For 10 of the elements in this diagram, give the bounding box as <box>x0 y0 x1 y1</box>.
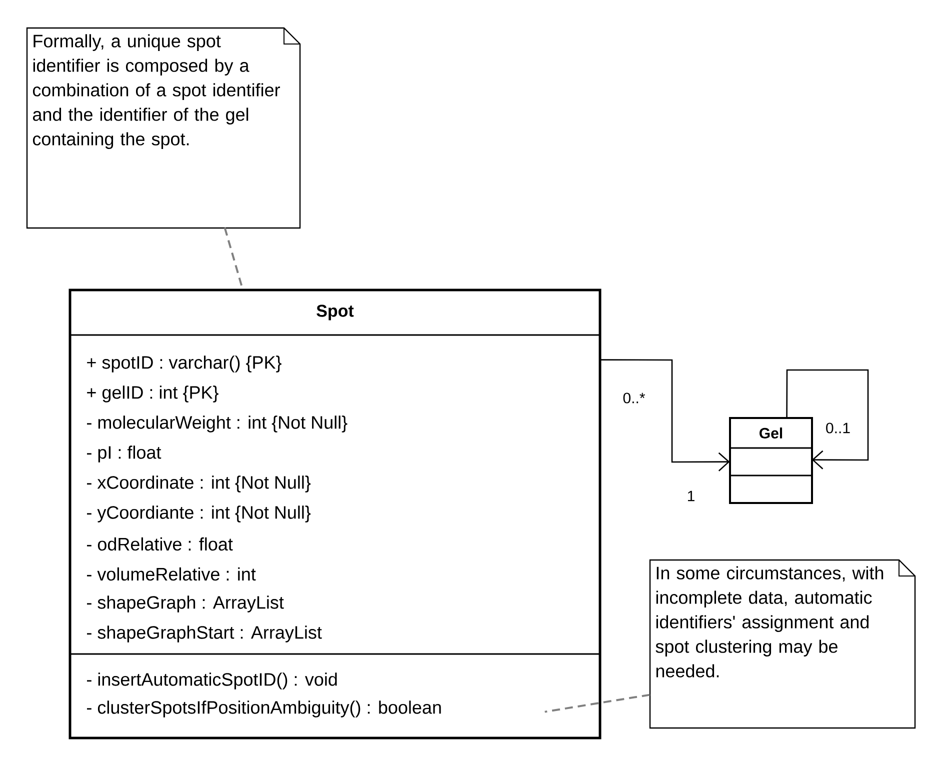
class-box: Gel <box>729 417 813 504</box>
multiplicity-label: 1 <box>686 490 696 502</box>
multiplicity-label: 0..1 <box>824 422 852 434</box>
association-arrow <box>600 359 730 472</box>
multiplicity-label: 0..* <box>622 392 646 404</box>
class-box: Spot + spotID : varchar() {PK} + gelID : int {PK} - molecularWeight : int {Not Null} - pI : float - xCoordinate : int {Not Null} - yCoordiante : int {Not Null} - odRelative : float - volumeRelative : int - shapeGraph : ArrayList - shapeGraphStart : ArrayList - insertAutomaticSpotID() : void - clusterSpotsIfPositionAmbiguity() : boolean <box>68 288 602 740</box>
association-arrow <box>786 369 869 470</box>
dashed-connector <box>544 694 650 713</box>
note-box: Formally, a unique spot identifier is composed by a combination of a spot identifier and the identifier of the gel containing the spot. <box>26 27 301 229</box>
note-box: In some circumstances, with incomplete data, automatic identifiers' assignment and spot clustering may be needed. <box>649 559 916 729</box>
